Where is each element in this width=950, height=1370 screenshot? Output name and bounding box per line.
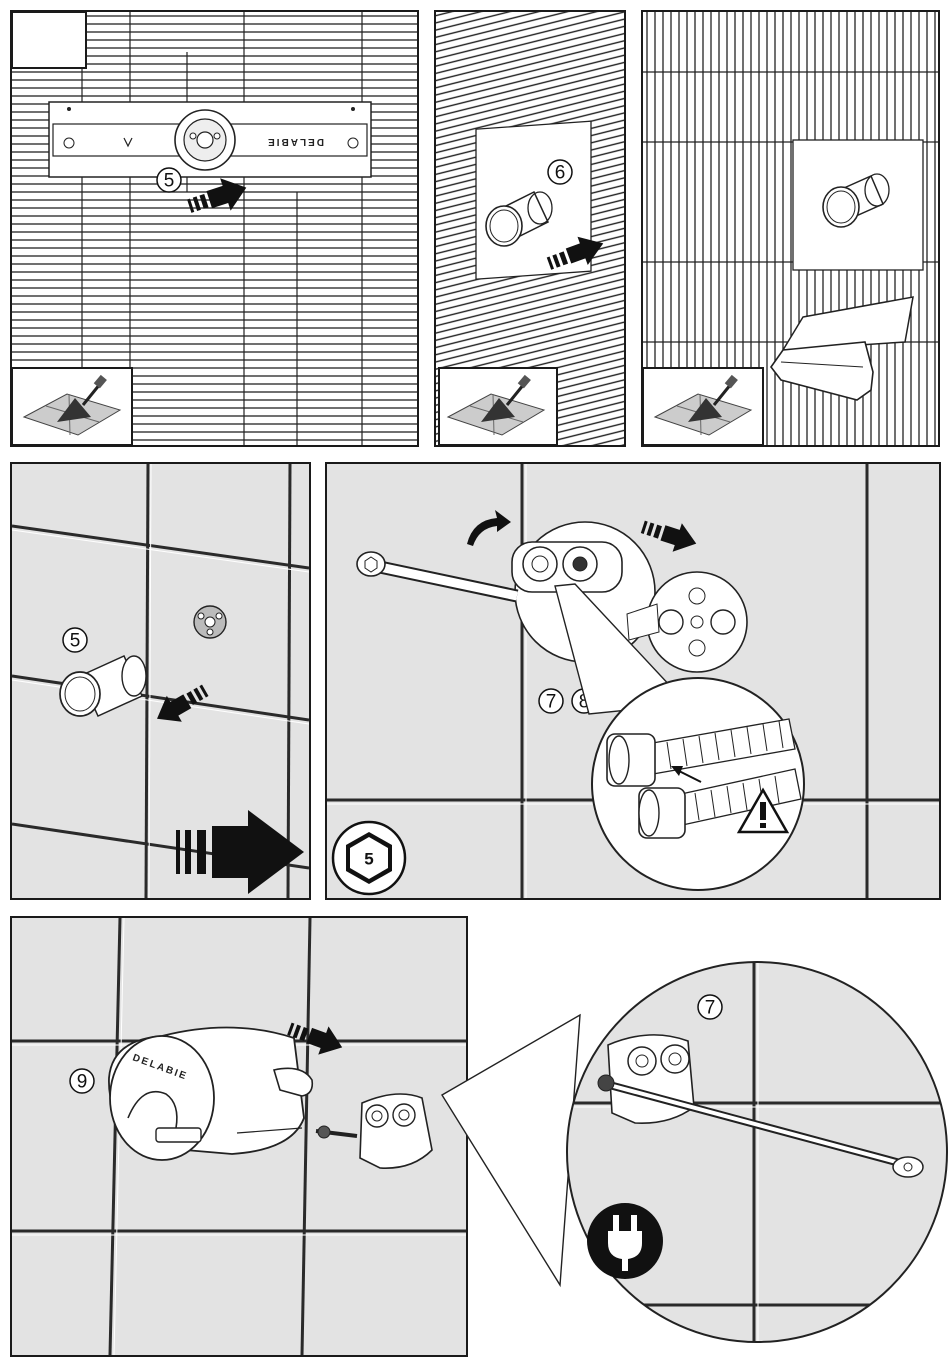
- panel-3-illustration: [643, 12, 938, 445]
- callout-step-5: 5: [63, 628, 87, 652]
- callout-step-9: 9: [70, 1069, 94, 1093]
- zoom-detail-screws: [592, 678, 804, 890]
- panel-mount-body: DELABIE 9: [10, 916, 468, 1357]
- svg-text:5: 5: [70, 631, 81, 652]
- svg-text:DELABIE: DELABIE: [266, 136, 324, 147]
- callout-step-7: 7: [698, 995, 722, 1019]
- svg-text:7: 7: [546, 692, 557, 713]
- panel-remove-sleeve: 5: [10, 462, 311, 900]
- callout-step-7: 7: [539, 689, 563, 713]
- panel-4-illustration: 5: [12, 464, 309, 898]
- panel-2-illustration: 6: [436, 12, 624, 445]
- trowel-icon: [439, 368, 557, 445]
- panel-tiling-wedge: [641, 10, 940, 447]
- callout-step-6: 6: [548, 160, 572, 184]
- svg-text:7: 7: [705, 998, 716, 1019]
- zoom-hose-connection: 7: [430, 945, 950, 1365]
- valve-body: [194, 606, 226, 638]
- power-plug-icon: [587, 1203, 663, 1279]
- zoom-cone: [442, 1015, 580, 1285]
- panel-step-5-fixing-plate: DELABIE 5: [10, 10, 419, 447]
- panel-tighten-hex: 7 8: [325, 462, 941, 900]
- panel-1-illustration: DELABIE 5: [12, 12, 417, 445]
- corner-label-box: [12, 12, 86, 68]
- trowel-icon: [643, 368, 763, 445]
- valve-body: [175, 110, 235, 170]
- svg-text:6: 6: [555, 163, 566, 184]
- panel-5-illustration: 7 8: [327, 464, 939, 898]
- valve-cartridge: [608, 1035, 694, 1123]
- hex-key-size-badge: 5: [333, 822, 405, 894]
- callout-step-5: 5: [157, 168, 181, 192]
- tap-body: DELABIE: [109, 1027, 312, 1160]
- trowel-icon: [12, 368, 132, 445]
- svg-text:5: 5: [364, 850, 373, 869]
- zoom-hose-illustration: 7: [430, 945, 950, 1365]
- svg-text:9: 9: [77, 1072, 88, 1093]
- panel-6-illustration: DELABIE 9: [12, 918, 466, 1355]
- panel-step-6-sleeve: 6: [434, 10, 626, 447]
- svg-text:5: 5: [164, 171, 175, 192]
